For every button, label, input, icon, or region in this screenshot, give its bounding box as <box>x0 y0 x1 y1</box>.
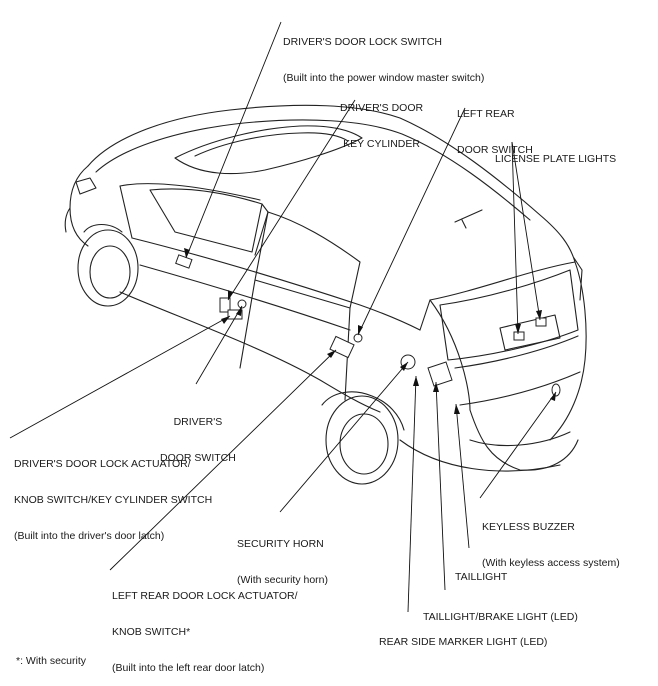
drivers-door-key-cylinder-part <box>219 297 231 313</box>
leader-lines <box>9 21 557 613</box>
label-taillight-brake-light: TAILLIGHT/BRAKE LIGHT (LED) <box>423 611 578 623</box>
drivers-door-switch-part <box>237 299 247 309</box>
arrow-icon <box>184 248 190 258</box>
arrow-icon <box>536 310 542 320</box>
license-plate-light-left-part <box>513 331 525 341</box>
label-drivers-door-switch: DRIVER'S DOOR SWITCH <box>160 416 236 464</box>
left-rear-door-lock-actuator-part <box>329 335 355 359</box>
label-drivers-door-key-cylinder: DRIVER'S DOOR KEY CYLINDER <box>340 102 424 150</box>
label-security-horn: SECURITY HORN (With security horn) <box>237 538 329 586</box>
label-left-rear-door-lock-actuator: LEFT REAR DOOR LOCK ACTUATOR/ KNOB SWITC… <box>112 590 298 674</box>
arrow-icon <box>550 392 556 401</box>
arrow-icon <box>358 325 363 335</box>
label-taillight: TAILLIGHT <box>455 571 508 583</box>
arrow-icon <box>221 316 230 324</box>
taillight-part <box>427 361 453 387</box>
left-rear-door-switch-part <box>353 333 363 343</box>
footnote: *: With security <box>16 655 87 667</box>
components <box>175 254 561 397</box>
license-plate-light-right-part <box>535 317 547 327</box>
label-keyless-buzzer: KEYLESS BUZZER (With keyless access syst… <box>482 521 620 569</box>
drivers-door-lock-actuator-part <box>227 309 243 320</box>
label-drivers-door-lock-switch: DRIVER'S DOOR LOCK SWITCH (Built into th… <box>283 36 485 84</box>
label-drivers-door-lock-actuator: DRIVER'S DOOR LOCK ACTUATOR/ KNOB SWITCH… <box>14 458 213 542</box>
label-rear-side-marker-light: REAR SIDE MARKER LIGHT (LED) <box>379 636 548 648</box>
arrow-icon <box>400 362 408 371</box>
arrow-icon <box>433 382 439 392</box>
label-left-rear-door-switch: LEFT REAR DOOR SWITCH <box>457 108 533 156</box>
arrow-heads <box>184 248 556 414</box>
arrow-icon <box>228 290 233 300</box>
keyless-buzzer-part <box>551 383 561 397</box>
arrow-icon <box>515 324 521 334</box>
arrow-icon <box>454 404 460 414</box>
arrow-icon <box>236 306 242 316</box>
arrow-icon <box>413 376 419 386</box>
drivers-door-lock-switch-part <box>175 254 193 269</box>
label-license-plate-lights: LICENSE PLATE LIGHTS <box>495 153 617 165</box>
arrow-icon <box>327 350 336 358</box>
